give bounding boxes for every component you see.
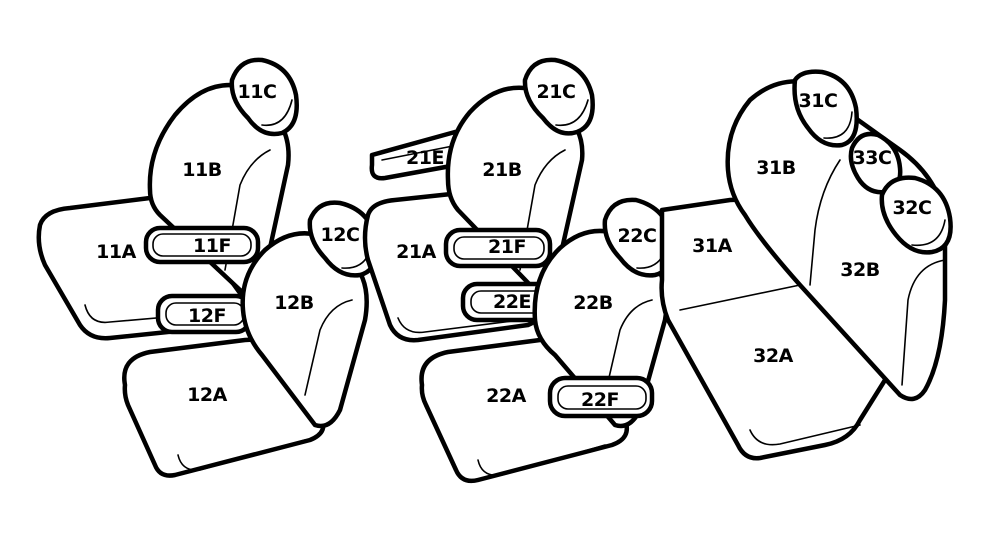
label-12B: 12B: [274, 292, 313, 314]
label-31A: 31A: [692, 235, 732, 257]
headrest-31C[interactable]: [792, 69, 859, 148]
seat-11: [36, 57, 299, 341]
headrest-32C[interactable]: [879, 175, 953, 255]
headrest-21C[interactable]: [522, 57, 595, 136]
label-21C: 21C: [537, 81, 576, 103]
headrest-11C[interactable]: [229, 57, 299, 137]
label-33C: 33C: [853, 147, 892, 169]
label-21F: 21F: [488, 236, 526, 258]
label-12A: 12A: [187, 384, 227, 406]
part-labels: 11C 11B 11A 11F 12C 12B 12F 12A 21C 21E …: [96, 81, 932, 411]
seat-3: [659, 69, 953, 461]
label-21A: 21A: [396, 241, 436, 263]
label-31B: 31B: [756, 157, 795, 179]
seat-back-12B[interactable]: [240, 231, 369, 429]
label-22A: 22A: [486, 385, 526, 407]
label-22F: 22F: [581, 389, 619, 411]
label-32A: 32A: [753, 345, 793, 367]
armrest-21F[interactable]: [443, 227, 553, 269]
label-11F: 11F: [193, 235, 231, 257]
label-32C: 32C: [893, 197, 932, 219]
seat-22: [419, 197, 675, 484]
label-12F: 12F: [188, 305, 226, 327]
label-22B: 22B: [573, 292, 612, 314]
label-11A: 11A: [96, 241, 136, 263]
label-32B: 32B: [840, 259, 879, 281]
seat-21: [362, 57, 595, 343]
label-12C: 12C: [321, 224, 360, 246]
armrest-22F[interactable]: [547, 375, 655, 419]
label-31C: 31C: [799, 90, 838, 112]
label-22C: 22C: [618, 225, 657, 247]
label-21E: 21E: [406, 147, 444, 169]
label-21B: 21B: [482, 159, 521, 181]
label-22E: 22E: [493, 291, 531, 313]
label-11C: 11C: [238, 81, 277, 103]
label-11B: 11B: [182, 159, 221, 181]
seat-12: [122, 200, 379, 478]
armrest-11F[interactable]: [143, 225, 261, 265]
